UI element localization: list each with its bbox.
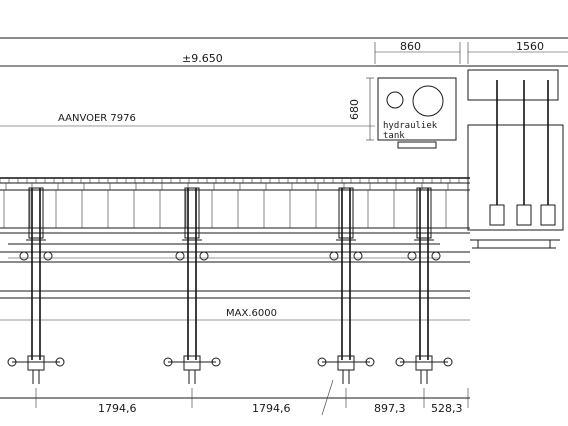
spacing-4-dimension: 528,3	[431, 402, 463, 415]
total-length-dimension: ±9.650	[182, 52, 223, 65]
support-column	[7, 187, 65, 384]
spacing-1-dimension: 1794,6	[98, 402, 137, 415]
spacing-2-dimension: 1794,6	[252, 402, 291, 415]
bed-lines	[0, 251, 470, 321]
top-dimension-lines	[0, 37, 568, 67]
bottom-dimension-line	[0, 379, 470, 416]
support-column	[163, 187, 221, 384]
unit-width-dimension: 860	[400, 40, 421, 53]
tank-height-dimension: 680	[348, 99, 361, 120]
support-column	[317, 187, 375, 384]
support-column	[395, 187, 453, 384]
spacing-3-dimension: 897,3	[374, 402, 406, 415]
roller-conveyor	[0, 177, 470, 234]
conveyor-label: AANVOER 7976	[58, 113, 136, 124]
hydraulic-tank-label-1: hydrauliek	[383, 121, 438, 131]
hydraulic-tank-label-2: tank	[383, 131, 405, 141]
right-width-dimension: 1560	[516, 40, 544, 53]
support-columns	[7, 187, 453, 384]
hydraulic-unit	[366, 77, 457, 149]
max-length-label: MAX.6000	[226, 308, 277, 319]
lift-unit	[467, 69, 564, 249]
